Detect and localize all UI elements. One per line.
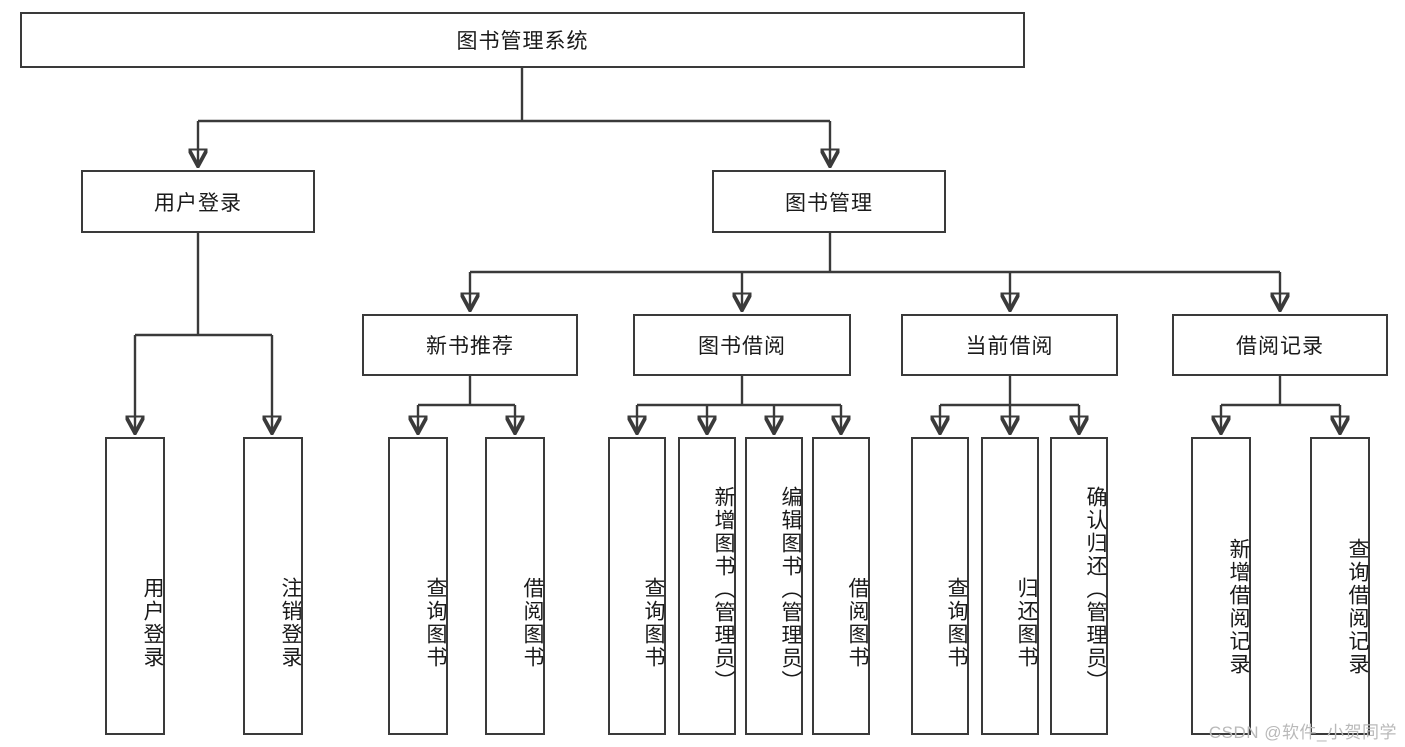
watermark-text: CSDN @软件_小贺同学 <box>1208 723 1397 742</box>
leaf-user-login[interactable]: 用户登录 <box>105 437 165 735</box>
node-label: 查询借阅记录 <box>1346 538 1369 676</box>
leaf-add-book-admin[interactable]: 新增图书（管理员） <box>678 437 736 735</box>
node-root-system[interactable]: 图书管理系统 <box>20 12 1025 68</box>
node-label: 归还图书 <box>1015 577 1038 669</box>
node-label: 图书管理系统 <box>456 30 589 53</box>
node-label: 新书推荐 <box>426 335 514 358</box>
node-label: 借阅图书 <box>846 577 869 669</box>
leaf-query-borrow-record[interactable]: 查询借阅记录 <box>1310 437 1370 735</box>
node-new-book-recommend[interactable]: 新书推荐 <box>362 314 578 376</box>
node-label: 借阅记录 <box>1236 335 1324 358</box>
node-label: 查询图书 <box>945 577 968 669</box>
node-label: 查询图书 <box>424 577 447 669</box>
leaf-logout-login[interactable]: 注销登录 <box>243 437 303 735</box>
node-label: 用户登录 <box>154 191 242 215</box>
node-book-borrow[interactable]: 图书借阅 <box>633 314 851 376</box>
node-label: 当前借阅 <box>965 335 1054 358</box>
leaf-borrow-book-recommend[interactable]: 借阅图书 <box>485 437 545 735</box>
leaf-edit-book-admin[interactable]: 编辑图书（管理员） <box>745 437 803 735</box>
leaf-borrow-book-borrow[interactable]: 借阅图书 <box>812 437 870 735</box>
node-label: 新增借阅记录 <box>1227 538 1250 676</box>
node-book-management[interactable]: 图书管理 <box>712 170 946 233</box>
leaf-confirm-return-admin[interactable]: 确认归还（管理员） <box>1050 437 1108 735</box>
node-user-login[interactable]: 用户登录 <box>81 170 315 233</box>
leaf-return-book[interactable]: 归还图书 <box>981 437 1039 735</box>
node-label: 新增图书（管理员） <box>712 485 735 693</box>
node-label: 图书管理 <box>785 191 873 215</box>
leaf-query-book-recommend[interactable]: 查询图书 <box>388 437 448 735</box>
node-label: 注销登录 <box>279 577 302 669</box>
leaf-query-book-current[interactable]: 查询图书 <box>911 437 969 735</box>
node-label: 借阅图书 <box>521 577 544 669</box>
node-label: 查询图书 <box>642 577 665 669</box>
node-label: 确认归还（管理员） <box>1084 485 1107 693</box>
node-current-borrow[interactable]: 当前借阅 <box>901 314 1118 376</box>
node-label: 用户登录 <box>141 577 164 669</box>
node-borrow-record[interactable]: 借阅记录 <box>1172 314 1388 376</box>
node-label: 图书借阅 <box>698 335 786 358</box>
node-label: 编辑图书（管理员） <box>779 485 802 693</box>
leaf-query-book-borrow[interactable]: 查询图书 <box>608 437 666 735</box>
leaf-add-borrow-record[interactable]: 新增借阅记录 <box>1191 437 1251 735</box>
